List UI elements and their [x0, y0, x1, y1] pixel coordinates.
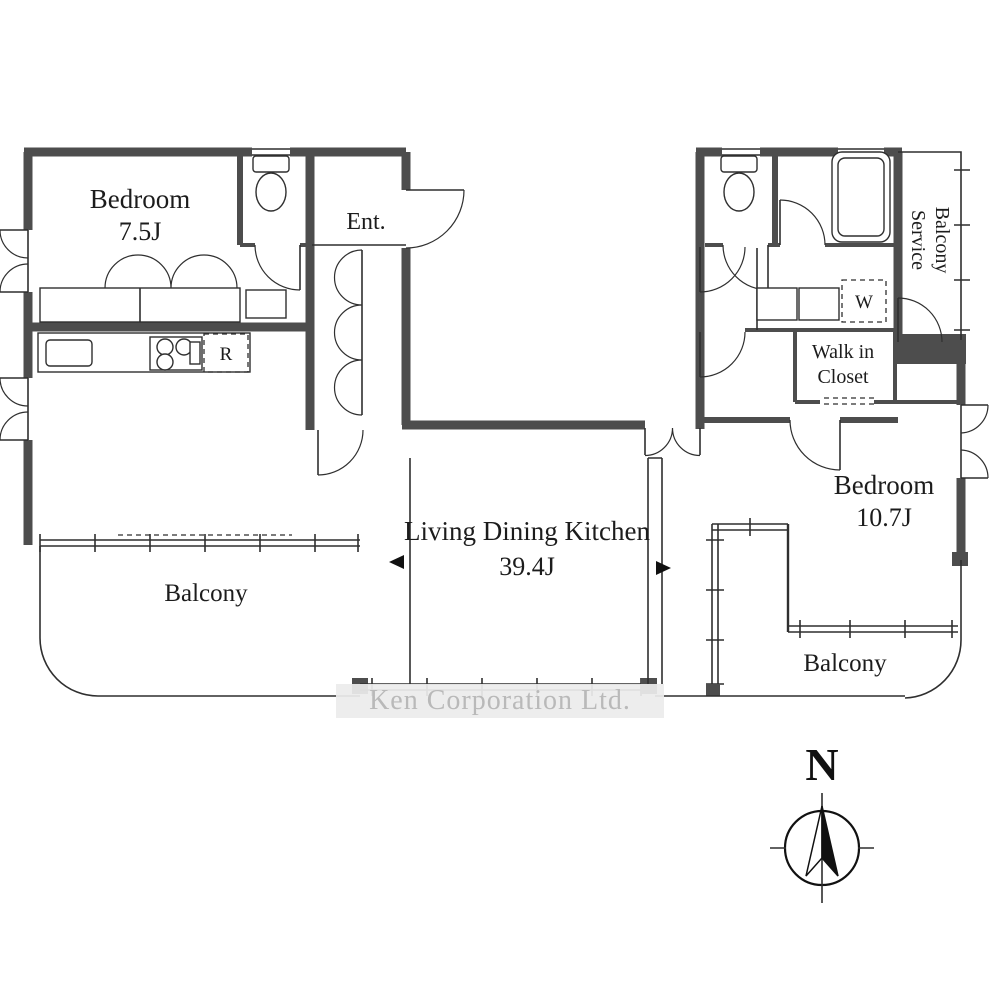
watermark: Ken Corporation Ltd. [336, 684, 664, 718]
compass: N [770, 739, 874, 903]
bath-door-icon [779, 199, 826, 246]
balcony-left-label: Balcony [164, 580, 248, 607]
hall-door-icon [317, 429, 364, 476]
washing-machine-box [841, 279, 887, 323]
fixtures [37, 151, 891, 373]
closet-doors-icon [104, 254, 238, 289]
toilet-left-icon [252, 155, 290, 212]
exterior-walls [23, 147, 968, 566]
service-balcony-label-2: Balcony [931, 207, 953, 274]
watermark-text: Ken Corporation Ltd. [369, 685, 631, 716]
refrigerator-box [203, 333, 249, 373]
entrance-label: Ent. [346, 209, 385, 235]
ldk-area: 39.4J [499, 552, 555, 581]
bedroom1-closet-icon [39, 287, 241, 323]
bedroom2-window-icon [960, 404, 989, 479]
toilet-right-icon [720, 155, 758, 212]
entrance-door-icon [405, 189, 465, 249]
bedroom1-label: Bedroom [90, 184, 191, 214]
interior-walls [28, 152, 961, 430]
balcony-right-label: Balcony [803, 650, 887, 677]
service-balcony-door-icon [897, 297, 943, 343]
double-door-icon [644, 427, 701, 457]
hall-closet-doors-icon [333, 249, 363, 416]
arrow-right-icon [656, 561, 671, 575]
north-label: N [805, 739, 838, 790]
sliding-direction-arrows [389, 555, 671, 575]
toilet-door-icon [254, 244, 769, 291]
door-arcs [0, 189, 989, 479]
kitchen-counter-icon [37, 332, 251, 373]
washstand-icon [756, 287, 840, 321]
bedroom2-area: 10.7J [856, 503, 912, 532]
washing-machine-label: W [855, 292, 873, 313]
walk-in-closet-label-1: Walk in [812, 341, 874, 363]
corridor-door-icon [699, 246, 746, 378]
shoe-cabinet-icon [245, 289, 287, 319]
ldk-label: Living Dining Kitchen [404, 516, 650, 546]
bedroom2-label: Bedroom [834, 470, 935, 500]
arrow-left-icon [389, 555, 404, 569]
walk-in-closet-label-2: Closet [817, 366, 869, 388]
casement-window-icon [0, 229, 29, 441]
bedroom1-area: 7.5J [119, 217, 162, 246]
bathtub-icon [831, 151, 891, 243]
room-labels: Bedroom 7.5J Ent. Service Balcony W R Wa… [90, 184, 953, 677]
bedroom2-door-icon [789, 419, 841, 471]
compass-needle-icon [805, 805, 839, 877]
refrigerator-label: R [220, 344, 233, 365]
service-balcony-label-1: Service [907, 210, 929, 270]
